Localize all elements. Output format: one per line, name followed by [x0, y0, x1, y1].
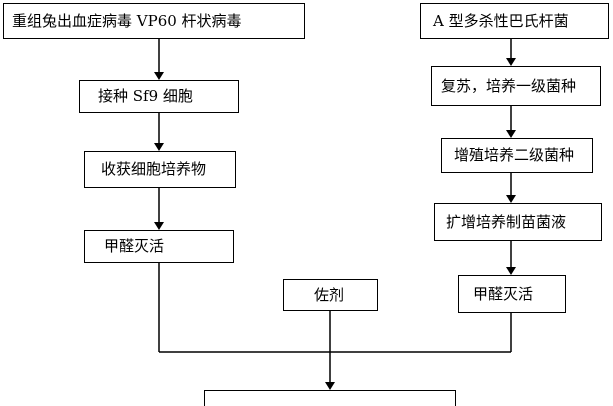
node-formaldehyde-right: 甲醛灭活: [458, 275, 566, 313]
node-recombinant-virus: 重组兔出血症病毒 VP60 杆状病毒: [3, 3, 305, 39]
node-harvest-culture-label: 收获细胞培养物: [101, 160, 207, 178]
node-inoculate-sf9: 接种 Sf9 细胞: [79, 80, 239, 113]
node-adjuvant-label: 佐剂: [314, 285, 345, 304]
arrowhead-inactivate-left: [154, 222, 164, 230]
arrowhead-final: [325, 382, 335, 390]
node-amplify-culture-label: 扩增培养制苗菌液: [446, 212, 567, 231]
node-expand-second: 增殖培养二级菌种: [441, 138, 593, 173]
node-final-product: [204, 390, 456, 406]
node-formaldehyde-left: 甲醛灭活: [84, 230, 234, 263]
node-harvest-culture: 收获细胞培养物: [84, 151, 236, 188]
arrowhead-harvest: [154, 143, 164, 151]
node-adjuvant: 佐剂: [283, 279, 378, 311]
arrowhead-inoculate: [154, 72, 164, 80]
node-formaldehyde-right-label: 甲醛灭活: [473, 284, 534, 303]
arrowhead-revive: [506, 58, 516, 66]
node-revive-first-label: 复苏，培养一级菌种: [441, 76, 577, 95]
node-expand-second-label: 增殖培养二级菌种: [454, 146, 575, 164]
arrowhead-expand: [506, 130, 516, 138]
arrowhead-inactivate-right: [506, 267, 516, 275]
node-pasteurella-label: A 型多杀性巴氏杆菌: [433, 11, 569, 30]
arrowhead-amplify: [506, 195, 516, 203]
node-inoculate-sf9-label: 接种 Sf9 细胞: [98, 87, 193, 105]
node-formaldehyde-left-label: 甲醛灭活: [104, 237, 165, 255]
node-pasteurella: A 型多杀性巴氏杆菌: [420, 3, 609, 39]
node-revive-first: 复苏，培养一级菌种: [431, 66, 601, 106]
node-recombinant-virus-label: 重组兔出血症病毒 VP60 杆状病毒: [12, 11, 242, 30]
node-amplify-culture: 扩增培养制苗菌液: [434, 203, 602, 241]
